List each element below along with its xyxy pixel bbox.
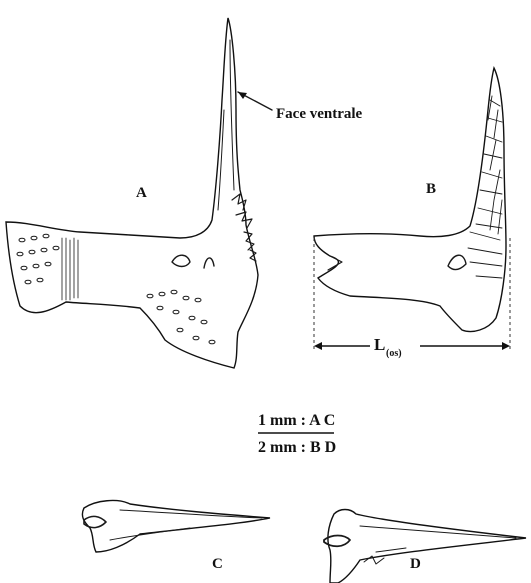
scale-legend: 1 mm : A C 2 mm : B D xyxy=(258,412,336,456)
label-a: A xyxy=(136,185,147,201)
length-arrow-left xyxy=(314,342,322,350)
specimen-d-outline xyxy=(328,510,526,583)
specimen-d xyxy=(324,510,526,583)
specimen-c-outline xyxy=(82,501,270,552)
label-c: C xyxy=(212,556,223,572)
scale-line-2: 2 mm : B D xyxy=(258,439,336,456)
specimen-a-outline xyxy=(6,18,258,368)
specimen-c xyxy=(82,501,270,552)
face-ventrale-label: Face ventrale xyxy=(276,106,363,122)
length-label-main: L xyxy=(374,335,385,354)
length-arrow-right xyxy=(502,342,510,350)
label-d: D xyxy=(410,556,421,572)
label-b: B xyxy=(426,181,436,197)
length-label-sub: (os) xyxy=(386,348,402,359)
scale-line-1: 1 mm : A C xyxy=(258,412,335,429)
